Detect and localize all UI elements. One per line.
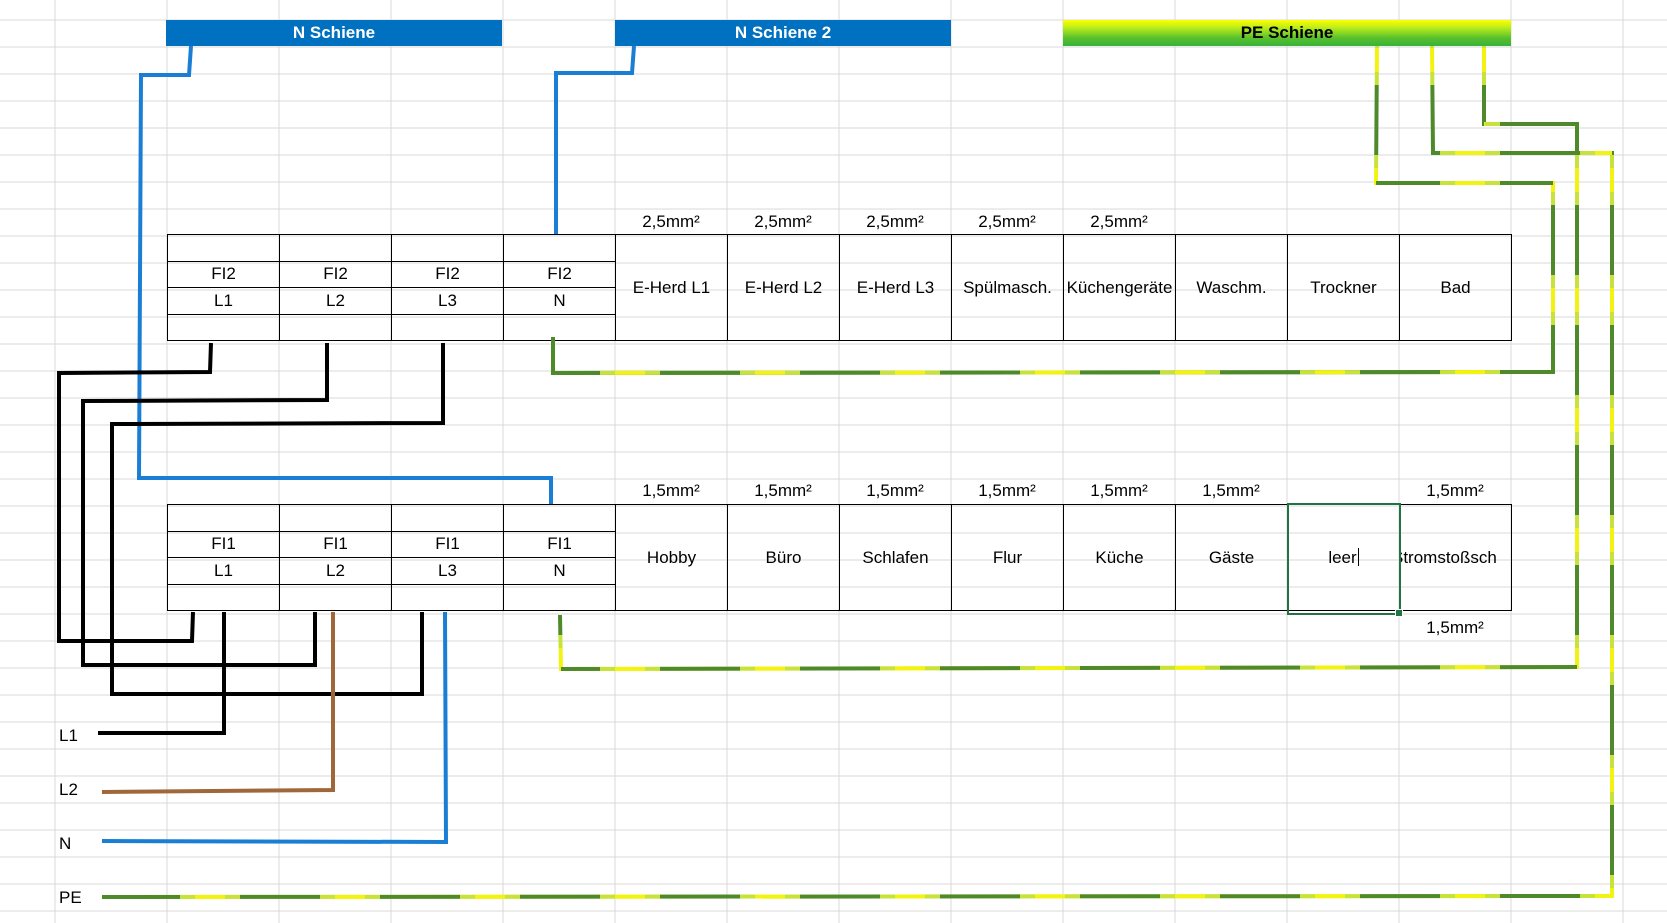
circuit-cell[interactable]: E-Herd L3: [839, 234, 952, 341]
neutral-wires: [101, 45, 636, 845]
pe-wire-top-row-horizontal: [552, 370, 1554, 375]
breaker-phase-label[interactable]: L3: [391, 287, 504, 315]
pe-wire-bottom-row: [558, 46, 1579, 672]
circuit-cell[interactable]: Gäste: [1175, 504, 1288, 611]
active-cell-selection[interactable]: [1287, 503, 1403, 617]
breaker-fi-label[interactable]: FI1: [503, 530, 616, 558]
neutral-wire-n-busbar: [136, 45, 553, 504]
breaker-phase-label[interactable]: L2: [279, 557, 392, 585]
cross-section-label: 2,5mm²: [978, 212, 1036, 231]
pe-wire-top-row: [551, 45, 1555, 376]
fill-handle[interactable]: [1395, 609, 1403, 617]
fi2-breaker-row: E-Herd L1 E-Herd L2 E-Herd L3 Spülmasch.…: [167, 234, 1512, 341]
cross-section-label: 2,5mm²: [1090, 212, 1148, 231]
supply-label-n: N: [59, 834, 72, 853]
breaker-fi-label[interactable]: FI2: [391, 260, 504, 288]
phase-supply-wire-l1: [98, 612, 226, 735]
circuit-cell[interactable]: Bad: [1399, 234, 1512, 341]
text-caret: [1357, 547, 1359, 566]
breaker-fi-label[interactable]: FI1: [279, 530, 392, 558]
supply-label-l1: L1: [59, 726, 78, 745]
cross-section-label: 2,5mm²: [642, 212, 700, 231]
cell-edit-text[interactable]: leer: [1328, 547, 1357, 567]
cross-section-label: 1,5mm²: [866, 481, 924, 500]
breaker-fi-label[interactable]: FI2: [167, 260, 280, 288]
supply-label-l2: L2: [59, 780, 78, 799]
pe-wire-bottom-row-horizontal: [560, 665, 1578, 671]
pe-wires: [101, 45, 1614, 899]
cross-section-label: 1,5mm²: [1090, 481, 1148, 500]
cross-section-label: 1,5mm²: [978, 481, 1036, 500]
circuit-cell[interactable]: Stromstoßsch: [1399, 504, 1512, 611]
neutral-wire-n-busbar-2: [554, 45, 636, 234]
breaker-phase-label[interactable]: N: [503, 287, 616, 315]
circuit-cell[interactable]: Spülmasch.: [951, 234, 1064, 341]
cross-section-label: 1,5mm²: [1202, 481, 1260, 500]
breaker-phase-label[interactable]: L3: [391, 557, 504, 585]
fi1-breaker-row: Hobby Büro Schlafen Flur Küche Gäste lee…: [167, 504, 1512, 611]
breaker-fi-label[interactable]: FI2: [503, 260, 616, 288]
circuit-cell[interactable]: Flur: [951, 504, 1064, 611]
phase-wires: [57, 342, 445, 735]
pe-busbar-header: PE Schiene: [1063, 20, 1511, 46]
pe-supply-wire: [101, 45, 1614, 899]
circuit-cell[interactable]: Küche: [1063, 504, 1176, 611]
phase-wire-fi2-l2: [81, 343, 329, 667]
phase-supply-wire-l2: [101, 612, 335, 794]
circuit-cell-editing[interactable]: leer: [1287, 504, 1400, 611]
cross-section-label: 1,5mm²: [754, 481, 812, 500]
cross-section-label: 1,5mm²: [642, 481, 700, 500]
neutral-supply-wire: [101, 611, 449, 845]
breaker-phase-label[interactable]: L2: [279, 287, 392, 315]
cross-section-label: 2,5mm²: [866, 212, 924, 231]
circuit-cell[interactable]: E-Herd L2: [727, 234, 840, 341]
n-busbar-header: N Schiene: [166, 20, 502, 46]
circuit-cell[interactable]: Hobby: [615, 504, 728, 611]
phase-wire-fi2-l3: [110, 343, 445, 696]
n-busbar-2-header: N Schiene 2: [615, 20, 951, 46]
circuit-cell[interactable]: Trockner: [1287, 234, 1400, 341]
cross-section-label: 1,5mm²: [1426, 618, 1484, 637]
cross-section-label: 2,5mm²: [754, 212, 812, 231]
circuit-cell[interactable]: E-Herd L1: [615, 234, 728, 341]
supply-label-pe: PE: [59, 888, 82, 907]
circuit-cell[interactable]: Büro: [727, 504, 840, 611]
cross-section-label: 1,5mm²: [1426, 481, 1484, 500]
circuit-cell[interactable]: Schlafen: [839, 504, 952, 611]
pe-supply-wire-horizontal: [101, 894, 1613, 899]
phase-wire-fi2-l1: [57, 342, 213, 643]
circuit-cell[interactable]: Küchengeräte: [1063, 234, 1176, 341]
